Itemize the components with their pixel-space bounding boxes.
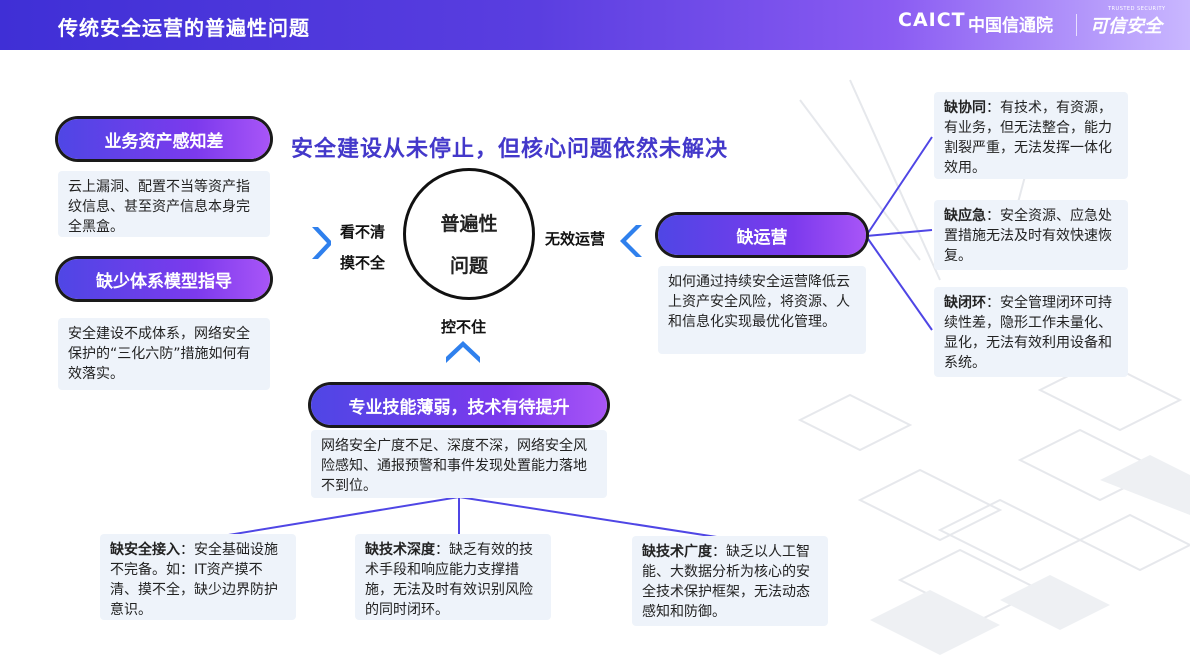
lack-emergency-text: ：安全资源、应急处置措施无法及时有效快速恢复。 <box>944 208 1112 264</box>
puzzle-background-decoration <box>797 79 1190 655</box>
subtitle: 安全建设从未停止，但核心问题依然未解决 <box>291 137 729 162</box>
label-out-of-control: 控不住 <box>441 318 487 336</box>
skills-weak-pill: 专业技能薄弱，技术有待提升 <box>311 385 607 425</box>
system-model-text: 安全建设不成体系，网络安全保护的“三化六防”措施如何有效落实。 <box>58 318 270 390</box>
page-title: 传统安全运营的普遍性问题 <box>58 16 310 40</box>
connector-skill-access <box>197 496 460 541</box>
lack-closed-loop-title: 缺闭环 <box>944 295 986 311</box>
lack-tech-breadth-title: 缺技术广度 <box>642 544 712 560</box>
asset-awareness-pill: 业务资产感知差 <box>58 119 270 159</box>
trusted-security-logo: 可信安全 <box>1090 16 1162 37</box>
lack-tech-depth-text: ：缺乏有效的技术手段和响应能力支撑措施，无法及时有效识别风险的同时闭环。 <box>365 542 533 618</box>
lack-operations-pill: 缺运营 <box>658 215 866 255</box>
connector-ops-coop <box>865 136 933 237</box>
lack-secure-access-text: ：安全基础设施不完备。如：IT资产摸不清、摸不全，缺少边界防护意识。 <box>110 542 278 618</box>
trusted-security-logo-small: TRUSTED SECURITY <box>1108 6 1166 12</box>
connector-ops-resp <box>865 229 933 237</box>
caict-logo: CAICT <box>898 9 966 31</box>
asset-awareness-text: 云上漏洞、配置不当等资产指纹信息、甚至资产信息本身完全黑盒。 <box>58 171 270 237</box>
chevron-left-icon <box>620 225 642 257</box>
lack-tech-depth-box: 缺技术深度：缺乏有效的技术手段和响应能力支撑措施，无法及时有效识别风险的同时闭环… <box>355 534 551 620</box>
lack-coordination-box: 缺协同：有技术，有资源，有业务，但无法整合，能力割裂严重，无法发挥一体化效用。 <box>934 92 1128 179</box>
lack-tech-depth-title: 缺技术深度 <box>365 542 435 558</box>
lack-coordination-title: 缺协同 <box>944 100 986 116</box>
system-model-pill: 缺少体系模型指导 <box>58 259 270 299</box>
logo-divider <box>1076 14 1077 36</box>
label-ineffective-ops: 无效运营 <box>545 230 606 248</box>
chevron-right-icon <box>312 227 331 259</box>
skills-weak-text: 网络安全广度不足、深度不深，网络安全风险感知、通报预警和事件发现处置能力落地不到… <box>311 430 607 498</box>
caict-logo-cn: 中国信通院 <box>968 16 1053 36</box>
lack-emergency-title: 缺应急 <box>944 208 986 224</box>
label-cannot-cover: 摸不全 <box>340 254 386 272</box>
lack-coordination-text: ：有技术，有资源，有业务，但无法整合，能力割裂严重，无法发挥一体化效用。 <box>944 100 1112 176</box>
core-problem-line1: 普遍性 <box>440 213 498 235</box>
lack-secure-access-box: 缺安全接入：安全基础设施不完备。如：IT资产摸不清、摸不全，缺少边界防护意识。 <box>100 534 296 620</box>
lack-emergency-box: 缺应急：安全资源、应急处置措施无法及时有效快速恢复。 <box>934 200 1128 270</box>
chevron-up-icon <box>446 341 480 363</box>
core-problem-circle: 普遍性 问题 <box>403 168 535 300</box>
label-cannot-see: 看不清 <box>340 223 386 241</box>
core-problem-line2: 问题 <box>449 255 488 277</box>
header-bar: 传统安全运营的普遍性问题 CAICT 中国信通院 TRUSTED SECURIT… <box>0 0 1190 50</box>
lack-closed-loop-text: ：安全管理闭环可持续性差，隐形工作未量化、显化，无法有效利用设备和系统。 <box>944 295 1112 371</box>
connector-ops-loop <box>865 235 933 331</box>
lack-closed-loop-box: 缺闭环：安全管理闭环可持续性差，隐形工作未量化、显化，无法有效利用设备和系统。 <box>934 287 1128 377</box>
lack-operations-text: 如何通过持续安全运营降低云上资产安全风险，将资源、人和信息化实现最优化管理。 <box>658 266 866 354</box>
lack-tech-breadth-text: ：缺乏以人工智能、大数据分析为核心的安全技术保护框架，无法动态感知和防御。 <box>642 544 810 620</box>
connector-skill-breadth <box>458 496 737 541</box>
lack-tech-breadth-box: 缺技术广度：缺乏以人工智能、大数据分析为核心的安全技术保护框架，无法动态感知和防… <box>632 536 828 626</box>
lack-secure-access-title: 缺安全接入 <box>110 542 180 558</box>
